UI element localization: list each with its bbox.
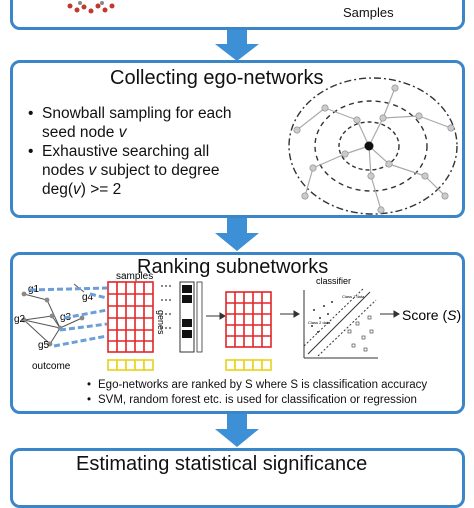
seed-node (364, 141, 374, 151)
bullet-exhaustive: Exhaustive searching all nodes v subject… (24, 142, 274, 199)
down-arrow-2 (215, 218, 259, 251)
genes-label: genes (156, 310, 166, 335)
ego-network-diagram (288, 77, 458, 215)
ranking-diagram: g1 g4 g2 g3 g5 samples genes outcome (14, 271, 461, 372)
down-arrow-3 (215, 414, 259, 447)
down-arrow-1 (215, 30, 259, 61)
node-label-g5: g5 (38, 340, 50, 351)
node-label-g4: g4 (82, 292, 94, 303)
collecting-title: Collecting ego-networks (110, 67, 324, 89)
significance-title: Estimating statistical significance (76, 453, 368, 475)
samples-label: samples (116, 271, 153, 282)
class1-label: Class 1 data (342, 294, 365, 299)
class2-label: Class 2 data (308, 320, 331, 325)
samples-label-top: Samples (343, 5, 394, 20)
outcome-row (107, 359, 154, 371)
ranking-bullets: Ego-networks are ranked by S where S is … (84, 378, 427, 408)
expression-matrix (107, 281, 154, 353)
outcome-label: outcome (32, 361, 71, 372)
outcome-row-2 (225, 359, 272, 371)
score-label: Score (S) (402, 307, 461, 323)
bullet-svm: SVM, random forest etc. is used for clas… (84, 393, 427, 408)
bullet-ranked: Ego-networks are ranked by S where S is … (84, 378, 427, 393)
top-panel (10, 0, 465, 30)
top-panel-network-fragment (67, 1, 115, 14)
collecting-bullets: Snowball sampling for each seed node v E… (24, 104, 274, 199)
node-label-g2: g2 (14, 314, 26, 325)
bullet-snowball: Snowball sampling for each seed node v (24, 104, 274, 142)
ranking-title: Ranking subnetworks (137, 256, 329, 278)
classifier-label: classifier (316, 276, 351, 286)
classifier-plot (303, 287, 378, 359)
expression-matrix-2 (225, 291, 272, 348)
transform-column (179, 281, 203, 353)
